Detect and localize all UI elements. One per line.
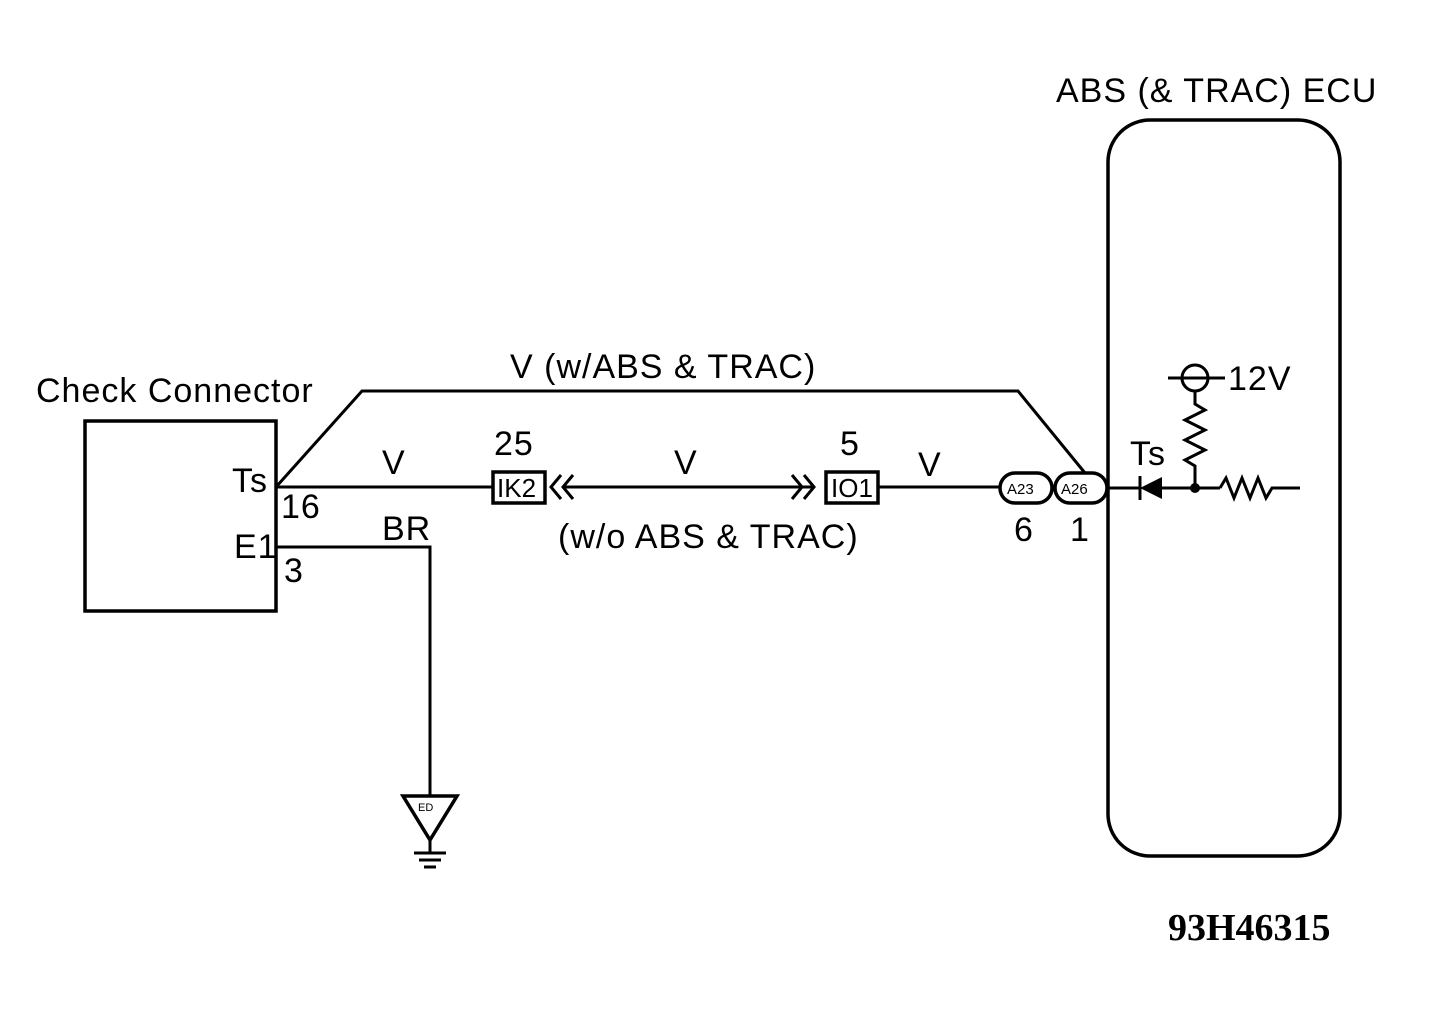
connector-a26-pin: 1 [1070, 511, 1090, 549]
ecu-terminal-label: Ts [1130, 435, 1166, 473]
ecu-resistor-vertical-icon [1181, 392, 1209, 488]
connector-io1-id: IO1 [831, 473, 873, 503]
check-connector-title: Check Connector [36, 372, 314, 410]
connector-ik2 [491, 470, 547, 505]
connector-a23-pin: 6 [1014, 511, 1034, 549]
ecu-diode-icon [1140, 477, 1162, 499]
connector-io1 [824, 470, 880, 505]
connector-io1-arrow-1 [790, 474, 804, 500]
ecu-resistor-horizontal-icon [1218, 473, 1300, 503]
connector-io1-pin: 5 [840, 425, 860, 463]
ecu-title: ABS (& TRAC) ECU [1056, 72, 1377, 110]
check-connector-box [83, 419, 278, 613]
connector-a23 [998, 471, 1054, 505]
ground-point-id: ED [418, 802, 433, 814]
wire-segment-2-color: V [674, 444, 698, 482]
connector-a23-id: A23 [1007, 481, 1034, 498]
wire-ground-color: BR [382, 510, 431, 548]
wire-segment-1-color: V [382, 444, 406, 482]
wire-segment-3-color: V [918, 446, 942, 484]
connector-io1-arrow-2 [802, 474, 816, 500]
connector-ik2-id: IK2 [497, 473, 536, 503]
wire-upper-route [274, 389, 1087, 489]
figure-code: 93H46315 [1168, 907, 1331, 949]
ecu-supply-label: 12V [1228, 360, 1292, 398]
wire-ground [276, 545, 432, 798]
connector-a26-id: A26 [1061, 481, 1088, 498]
check-connector-pin-ts: Ts [232, 462, 268, 500]
connector-ik2-arrow-2 [561, 474, 575, 500]
connector-ik2-pin: 25 [494, 425, 534, 463]
connector-ik2-arrow-1 [549, 474, 563, 500]
check-connector-pin-ts-number: 16 [281, 488, 321, 526]
ground-point-icon [399, 794, 461, 844]
wire-upper-route-label: V (w/ABS & TRAC) [510, 348, 816, 386]
check-connector-pin-e1: E1 [234, 528, 278, 566]
wire-lower-route-label: (w/o ABS & TRAC) [558, 518, 859, 556]
check-connector-pin-e1-number: 3 [284, 552, 304, 590]
